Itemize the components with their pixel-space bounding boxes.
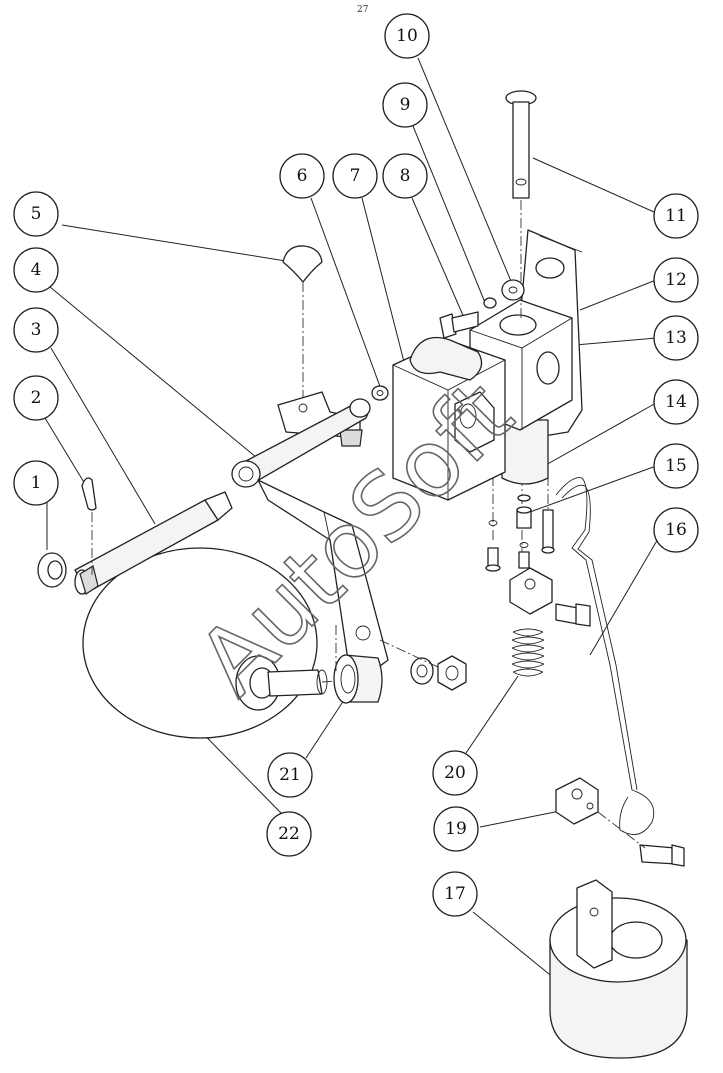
leader-13 (574, 337, 657, 346)
leader-21 (305, 699, 345, 759)
svg-text:12: 12 (665, 270, 687, 290)
callout-21: 21 (267, 752, 313, 798)
callout-10: 10 (384, 13, 430, 59)
svg-text:22: 22 (278, 824, 300, 844)
part-11-pin (505, 90, 537, 320)
callout-16: 16 (653, 507, 699, 553)
leader-19 (479, 809, 566, 828)
leader-10 (417, 57, 514, 287)
svg-text:3: 3 (31, 320, 42, 340)
part-22-hub (235, 655, 351, 711)
svg-text:5: 5 (31, 204, 42, 224)
part-1-washer (37, 552, 67, 588)
svg-text:19: 19 (445, 819, 467, 839)
svg-text:2: 2 (31, 388, 42, 408)
part-2-cotter-pin (81, 477, 97, 575)
svg-text:17: 17 (444, 884, 466, 904)
callout-22: 22 (266, 811, 312, 857)
callout-9: 9 (382, 82, 428, 128)
callout-7: 7 (332, 153, 378, 199)
callout-1: 1 (13, 460, 59, 506)
callout-13: 13 (653, 315, 699, 361)
part-4-lever-arm (231, 391, 389, 673)
callout-14: 14 (653, 379, 699, 425)
svg-text:14: 14 (665, 392, 687, 412)
leader-5 (61, 224, 293, 263)
svg-text:6: 6 (297, 166, 308, 186)
leader-14 (527, 402, 657, 476)
callout-6: 6 (279, 153, 325, 199)
part-screws-14-15 (485, 440, 555, 572)
callout-17: 17 (432, 871, 478, 917)
part-8-bolt (439, 311, 479, 339)
leader-16 (589, 531, 663, 656)
leader-8 (411, 197, 466, 321)
page-mark: 27 (357, 5, 369, 15)
part-7-actuator (392, 336, 506, 501)
callout-labels: 1 2 3 4 5 6 7 8 9 10 11 12 13 14 15 16 1… (13, 13, 699, 917)
part-upper-clamp (509, 567, 591, 627)
svg-text:8: 8 (400, 166, 411, 186)
part-17-cylinder (549, 879, 688, 1059)
callout-4: 4 (13, 247, 59, 293)
leader-lines (44, 57, 663, 984)
part-6-washer (371, 385, 389, 401)
leader-17 (472, 911, 561, 984)
callout-5: 5 (13, 191, 59, 237)
leader-6 (310, 197, 383, 393)
svg-text:13: 13 (665, 328, 687, 348)
callout-20: 20 (432, 750, 478, 796)
svg-text:21: 21 (279, 765, 301, 785)
callout-3: 3 (13, 307, 59, 353)
part-9-10-washers (483, 279, 525, 309)
leader-11 (532, 157, 655, 213)
leader-3 (50, 347, 156, 525)
part-19-clamp (555, 777, 646, 849)
svg-text:9: 9 (400, 95, 411, 115)
callout-12: 12 (653, 257, 699, 303)
callout-11: 11 (653, 193, 699, 239)
leader-4 (49, 286, 263, 463)
svg-text:7: 7 (350, 166, 361, 186)
svg-text:15: 15 (665, 456, 687, 476)
callout-8: 8 (382, 153, 428, 199)
svg-text:4: 4 (31, 260, 42, 280)
svg-text:16: 16 (665, 520, 687, 540)
leader-2 (44, 417, 86, 485)
svg-text:1: 1 (31, 473, 42, 493)
callout-2: 2 (13, 375, 59, 421)
part-16-wire (555, 477, 685, 867)
part-21-bushing (333, 625, 383, 704)
callout-19: 19 (433, 806, 479, 852)
leader-9 (412, 125, 487, 306)
svg-text:11: 11 (665, 206, 687, 226)
svg-text:10: 10 (396, 26, 418, 46)
part-nut-washer (379, 639, 467, 691)
callout-15: 15 (653, 443, 699, 489)
leader-20 (465, 675, 519, 754)
svg-text:20: 20 (444, 763, 466, 783)
part-3-shaft (74, 491, 233, 595)
part-5-cap (282, 245, 323, 400)
leader-12 (579, 279, 657, 311)
leader-15 (529, 465, 657, 513)
part-20-spring (511, 628, 545, 677)
